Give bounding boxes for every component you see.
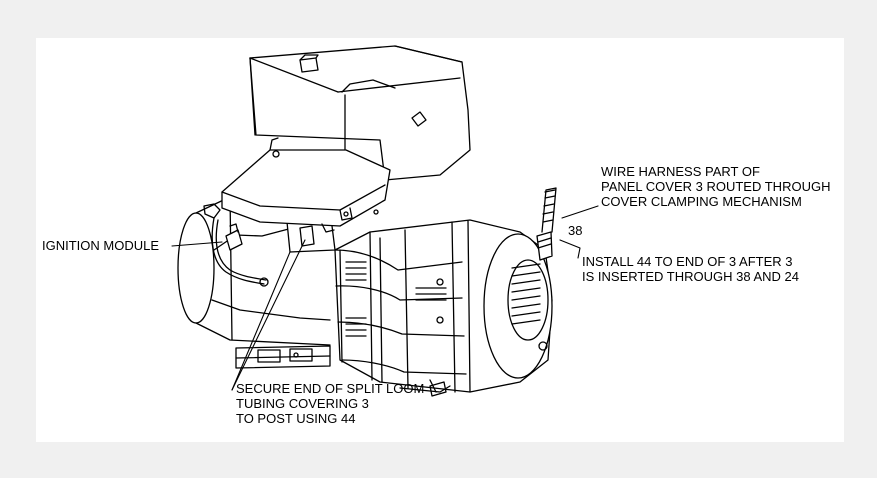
wire-harness-label: WIRE HARNESS PART OF PANEL COVER 3 ROUTE… — [601, 164, 830, 209]
wire-harness-line-1: WIRE HARNESS PART OF — [601, 164, 760, 179]
wire-harness — [203, 203, 269, 287]
install-line-2: IS INSERTED THROUGH 38 AND 24 — [582, 269, 799, 284]
secure-line-3: TO POST USING 44 — [236, 411, 356, 426]
secure-label: SECURE END OF SPLIT LOOM TUBING COVERING… — [236, 381, 424, 426]
alternator — [334, 219, 553, 393]
threaded-stud-38 — [536, 187, 557, 261]
install-line-1: INSTALL 44 TO END OF 3 AFTER 3 — [582, 254, 793, 269]
mounting-base — [235, 345, 331, 369]
leader-lines — [171, 205, 599, 391]
wire-harness-line-2: PANEL COVER 3 ROUTED THROUGH — [601, 179, 831, 194]
bottom-clip — [429, 381, 447, 397]
engine-shroud — [249, 45, 471, 181]
wire-harness-line-3: COVER CLAMPING MECHANISM — [601, 194, 802, 209]
ref-38-label: 38 — [568, 223, 583, 238]
secure-line-2: TUBING COVERING 3 — [236, 396, 369, 411]
ignition-module-label: IGNITION MODULE — [42, 238, 160, 253]
top-plate — [221, 137, 391, 233]
secure-line-1: SECURE END OF SPLIT LOOM — [236, 381, 425, 396]
install-label: INSTALL 44 TO END OF 3 AFTER 3 IS INSERT… — [582, 254, 799, 284]
